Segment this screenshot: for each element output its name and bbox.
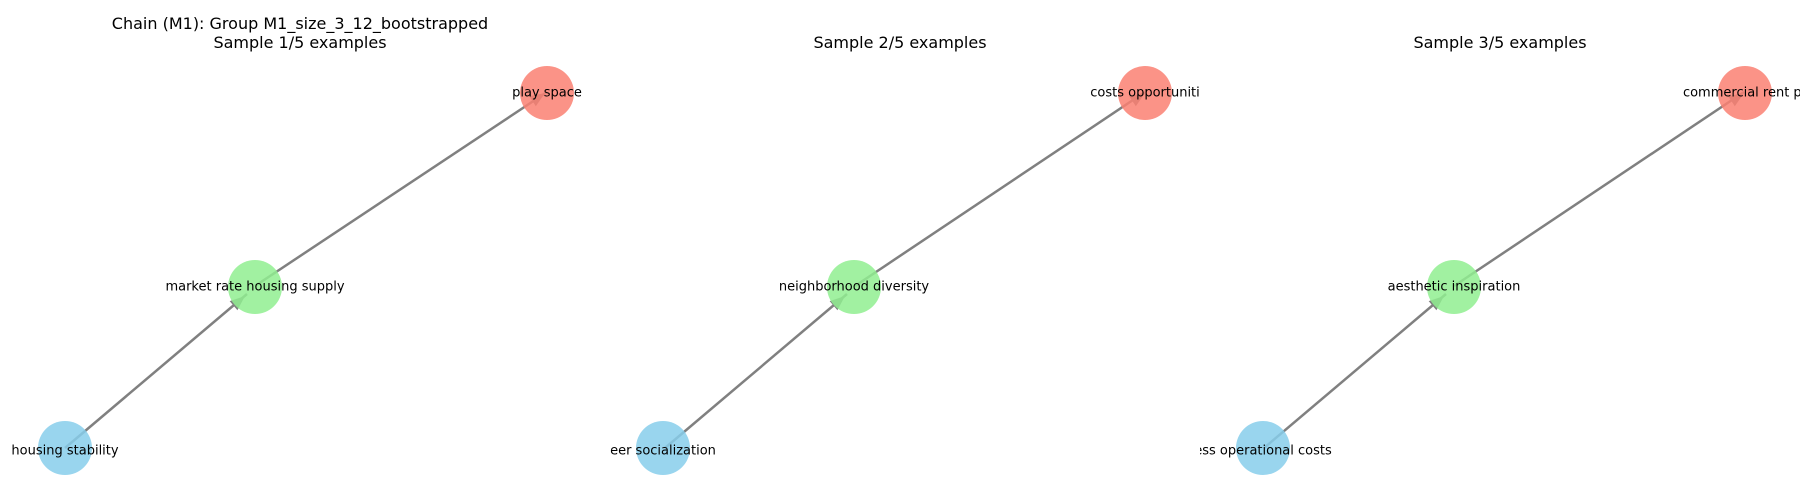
panel-sample-3: Sample 3/5 examples commercial rent pr a…: [1200, 0, 1800, 500]
node-source: [38, 421, 92, 475]
edge-source-to-middle: [664, 293, 848, 449]
node-label-source: housing stability: [11, 444, 118, 459]
node-label-middle: market rate housing supply: [165, 280, 344, 295]
node-label-target: play space: [512, 86, 582, 101]
node-label-middle: aesthetic inspiration: [1388, 280, 1521, 295]
node-label-source: ess operational costs: [1200, 444, 1332, 459]
panel-sample-1: Chain (M1): Group M1_size_3_12_bootstrap…: [0, 0, 600, 500]
edge-source-to-middle: [64, 293, 248, 449]
node-source: [1236, 421, 1290, 475]
figure-title: Chain (M1): Group M1_size_3_12_bootstrap…: [111, 14, 489, 33]
panel-sample-2: Sample 2/5 examples costs opportuniti ne…: [600, 0, 1200, 500]
node-label-middle: neighborhood diversity: [779, 280, 930, 295]
sample-title: Sample 2/5 examples: [813, 33, 987, 52]
panel-title: Sample 2/5 examples: [600, 14, 1200, 52]
chain-graph: costs opportuniti neighborhood diversity…: [610, 66, 1200, 475]
node-middle: [1427, 260, 1481, 314]
panel-title: Sample 3/5 examples: [1200, 14, 1800, 52]
node-source: [636, 421, 690, 475]
node-label-target: commercial rent pr: [1683, 86, 1800, 101]
node-label-source: eer socialization: [610, 444, 716, 459]
node-target: [1718, 66, 1772, 120]
sample-title: Sample 3/5 examples: [1413, 33, 1587, 52]
chain-graph: play space market rate housing supply ho…: [11, 66, 582, 475]
sample-title: Sample 1/5 examples: [213, 33, 387, 52]
node-label-target: costs opportuniti: [1090, 86, 1200, 101]
node-target: [520, 66, 574, 120]
node-middle: [228, 260, 282, 314]
edge-source-to-middle: [1263, 293, 1447, 449]
node-middle: [827, 260, 881, 314]
edge-middle-to-target: [854, 90, 1146, 288]
edge-middle-to-target: [1453, 90, 1745, 288]
edge-middle-to-target: [254, 90, 548, 288]
node-target: [1118, 66, 1172, 120]
chain-graph: commercial rent pr aesthetic inspiration…: [1200, 66, 1800, 475]
panel-title: Chain (M1): Group M1_size_3_12_bootstrap…: [0, 14, 600, 52]
